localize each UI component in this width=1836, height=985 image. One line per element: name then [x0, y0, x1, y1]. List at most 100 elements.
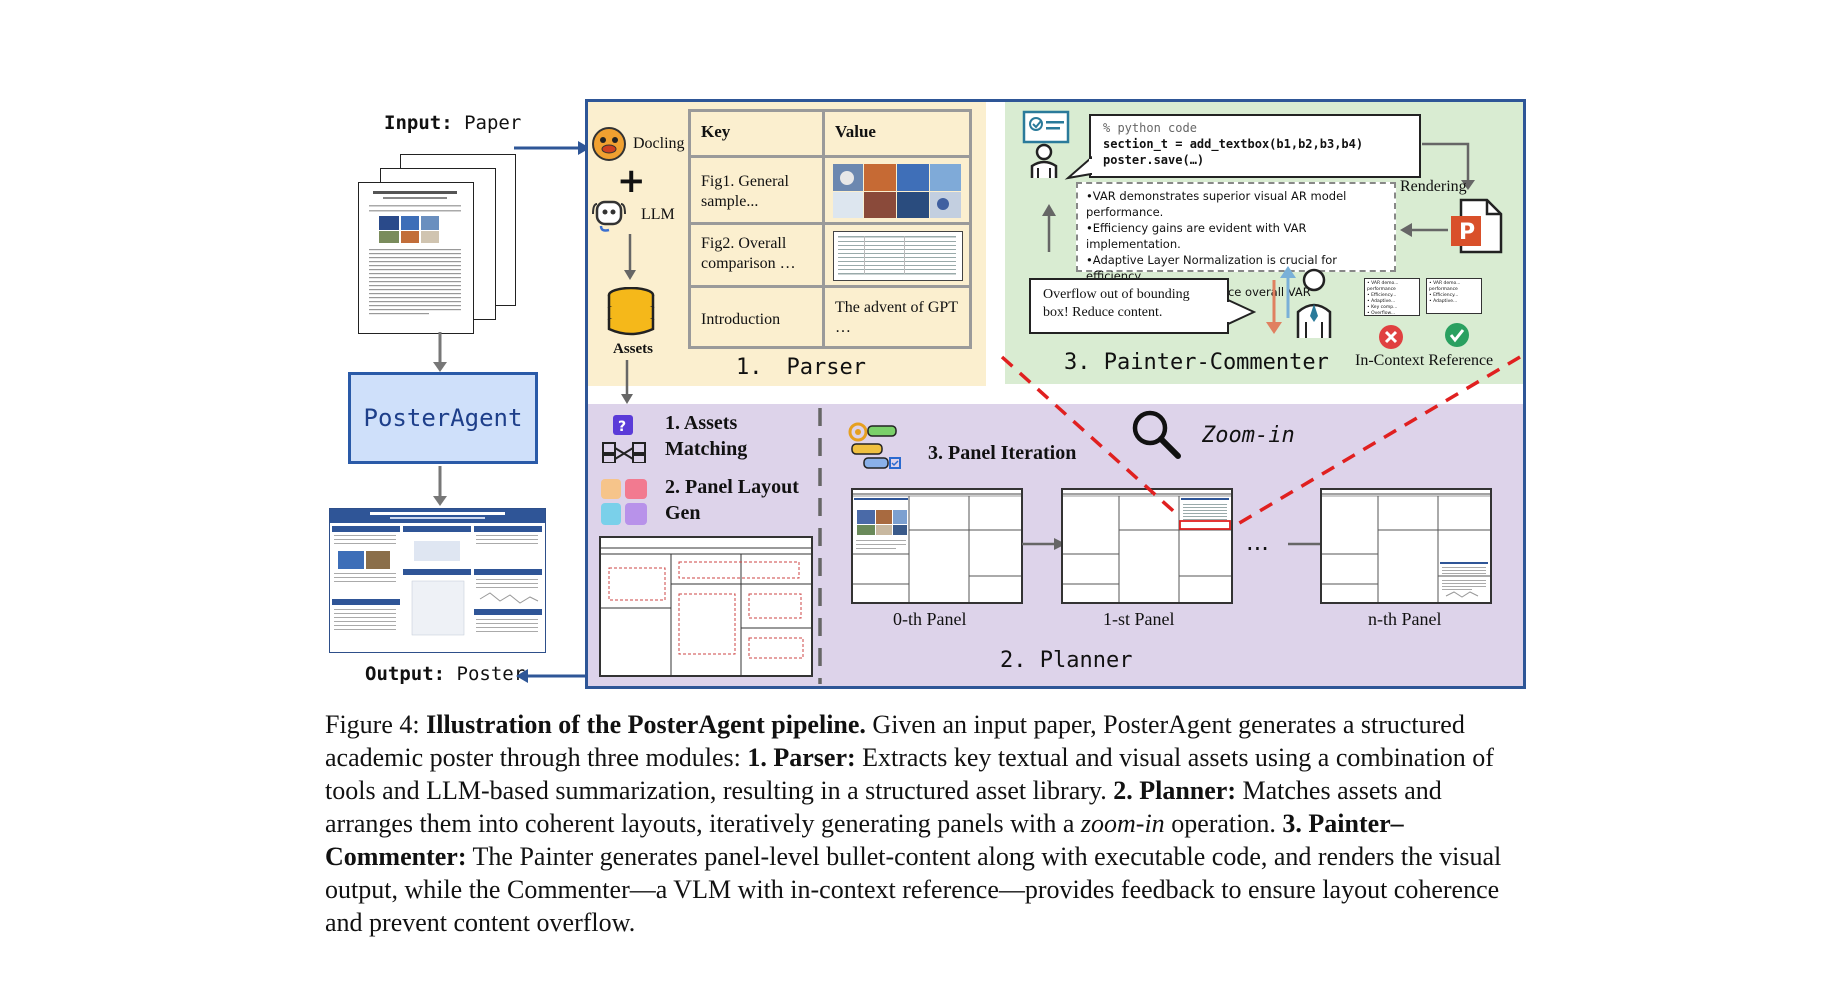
panel-caption: n-th Panel — [1368, 609, 1442, 629]
svg-text:P: P — [1459, 220, 1475, 245]
table-divider-header — [691, 155, 969, 158]
output-label-bold: Output: — [365, 663, 446, 685]
arrow-agent-to-poster — [433, 466, 447, 506]
docling-duck-icon — [592, 127, 626, 161]
fig1-image-thumbnail — [833, 164, 961, 218]
parser-title-text: Parser — [786, 355, 866, 380]
step-number: 2. — [665, 476, 680, 498]
step-number: 1. — [665, 412, 680, 434]
table-header-key: Key — [701, 122, 731, 141]
zoom-magnifier-icon — [1132, 410, 1181, 459]
table-divider-row1 — [691, 222, 969, 225]
table-row-key: Fig2. Overall comparison … — [701, 235, 796, 272]
table-divider-row2 — [691, 285, 969, 288]
panel-card-n — [1320, 488, 1492, 604]
panel-layout-step: 2. Panel Layout Gen — [665, 474, 805, 526]
bullet-item: •Efficiency gains are evident with VAR i… — [1086, 221, 1307, 251]
arrow-planner-to-output — [516, 669, 590, 683]
fig2-table-thumbnail — [833, 231, 963, 281]
caption-module-1: 1. Parser: — [747, 743, 856, 772]
python-code-box: % python code section_t = add_textbox(b1… — [1089, 114, 1421, 178]
assets-matching-step: 1. Assets Matching — [665, 410, 805, 462]
output-label-text: Poster — [445, 663, 526, 685]
arrow-code-to-rendering — [1422, 142, 1475, 190]
bullet-item: •VAR demonstrates superior visual AR mod… — [1086, 189, 1347, 219]
caption-title: Illustration of the PosterAgent pipeline… — [426, 710, 866, 739]
table-row-key: Introduction — [701, 311, 781, 328]
caption-prefix: Figure 4: — [325, 710, 427, 739]
planner-divider-dashed — [818, 408, 822, 684]
panel-iteration-label: 3. Panel Iteration — [928, 442, 1077, 464]
arrow-input-to-parser — [514, 141, 590, 155]
output-poster-thumbnail — [330, 509, 545, 636]
parser-title: 1. Parser — [736, 355, 866, 380]
panel-card-0 — [851, 488, 1023, 604]
assets-label: Assets — [613, 341, 653, 357]
arrow-assets-to-planner — [621, 360, 633, 404]
assets-database-icon — [607, 287, 655, 336]
figure-caption: Figure 4: Illustration of the PosterAgen… — [325, 708, 1535, 939]
arrow-paper-to-agent — [433, 332, 447, 372]
code-line-save: poster.save(…) — [1103, 153, 1205, 167]
feedback-exchange-arrows — [1266, 266, 1296, 334]
posteragent-box: PosterAgent — [348, 372, 538, 464]
code-line-textbox: section_t = add_textbox(b1,b2,b3,b4) — [1103, 137, 1364, 151]
painter-presenter-icon — [1022, 110, 1070, 178]
check-icon — [1445, 323, 1469, 347]
arrow-llm-to-assets — [624, 234, 636, 280]
zoom-in-guide-lines — [1000, 355, 1521, 527]
caption-zoom-in: zoom-in — [1080, 809, 1165, 838]
planner-title: 2. Planner — [1000, 648, 1133, 673]
asset-table: Key Value Fig1. General sample... Fig2. … — [688, 109, 972, 349]
table-row-key: Fig1. General sample... — [701, 173, 789, 210]
llm-robot-icon — [592, 200, 626, 232]
commenter-feedback-text: Overflow out of bounding box! Reduce con… — [1043, 287, 1190, 320]
step-label: Panel Layout Gen — [665, 476, 799, 524]
parser-title-number: 1. — [736, 355, 763, 380]
feedback-pointer — [1226, 298, 1256, 326]
arrow-commenter-to-painter — [1042, 204, 1056, 252]
code-comment: % python code — [1103, 121, 1197, 135]
paper-sheet-front — [358, 182, 474, 334]
ellipsis: ... — [1246, 528, 1269, 556]
paper-thumbnail — [369, 191, 461, 315]
input-label-text: Paper — [452, 112, 522, 134]
speech-pointer — [1064, 156, 1093, 180]
svg-text:?: ? — [618, 419, 626, 435]
plus-sign: + — [617, 161, 646, 201]
posteragent-label: PosterAgent — [363, 404, 523, 432]
step-label: Assets Matching — [665, 412, 748, 460]
assets-matching-icon: ? — [602, 415, 646, 463]
commenter-person-icon — [1296, 268, 1332, 338]
caption-module-2: 2. Planner: — [1113, 776, 1236, 805]
table-row-value: The advent of GPT … — [835, 299, 958, 336]
painter-commenter-title: 3. Painter-Commenter — [1064, 350, 1329, 375]
arrow-rendering-to-bullets — [1400, 223, 1448, 237]
output-poster — [329, 508, 546, 653]
powerpoint-file-icon: P — [1451, 198, 1503, 254]
panel-caption: 0-th Panel — [893, 609, 967, 629]
bullet-content-box: •VAR demonstrates superior visual AR mod… — [1076, 182, 1396, 315]
caption-text: Matches assets and arranges them into co… — [325, 776, 1442, 838]
layout-grid-icon — [601, 479, 647, 525]
caption-text: Extracts key textual and visual assets u… — [325, 743, 1494, 805]
cross-icon — [1379, 325, 1403, 349]
rendering-label: Rendering — [1400, 178, 1467, 195]
input-label-bold: Input: — [384, 112, 453, 134]
commenter-feedback-box: Overflow out of bounding box! Reduce con… — [1029, 278, 1229, 334]
reference-label: In-Context Reference — [1355, 352, 1494, 369]
input-label: Input: Paper — [384, 112, 521, 134]
reference-bad-example: • VAR demo...performance• Efficiency...•… — [1364, 278, 1420, 316]
arrow-panel-0-to-1 — [1022, 538, 1066, 550]
caption-text: operation. — [1164, 809, 1283, 838]
caption-module-3: 3. Painter–Commenter: — [325, 809, 1404, 871]
llm-label: LLM — [641, 206, 675, 223]
reference-good-example: • VAR demo...performance• Efficiency...•… — [1426, 278, 1482, 314]
layout-gen-preview — [599, 536, 813, 677]
zoom-in-label: Zoom-in — [1202, 423, 1295, 448]
output-label: Output: Poster — [365, 663, 525, 685]
panel-iteration-icon — [848, 422, 901, 469]
panel-caption: 1-st Panel — [1103, 609, 1175, 629]
caption-text: Given an input paper, PosterAgent genera… — [325, 710, 1465, 772]
table-header-value: Value — [835, 122, 876, 141]
